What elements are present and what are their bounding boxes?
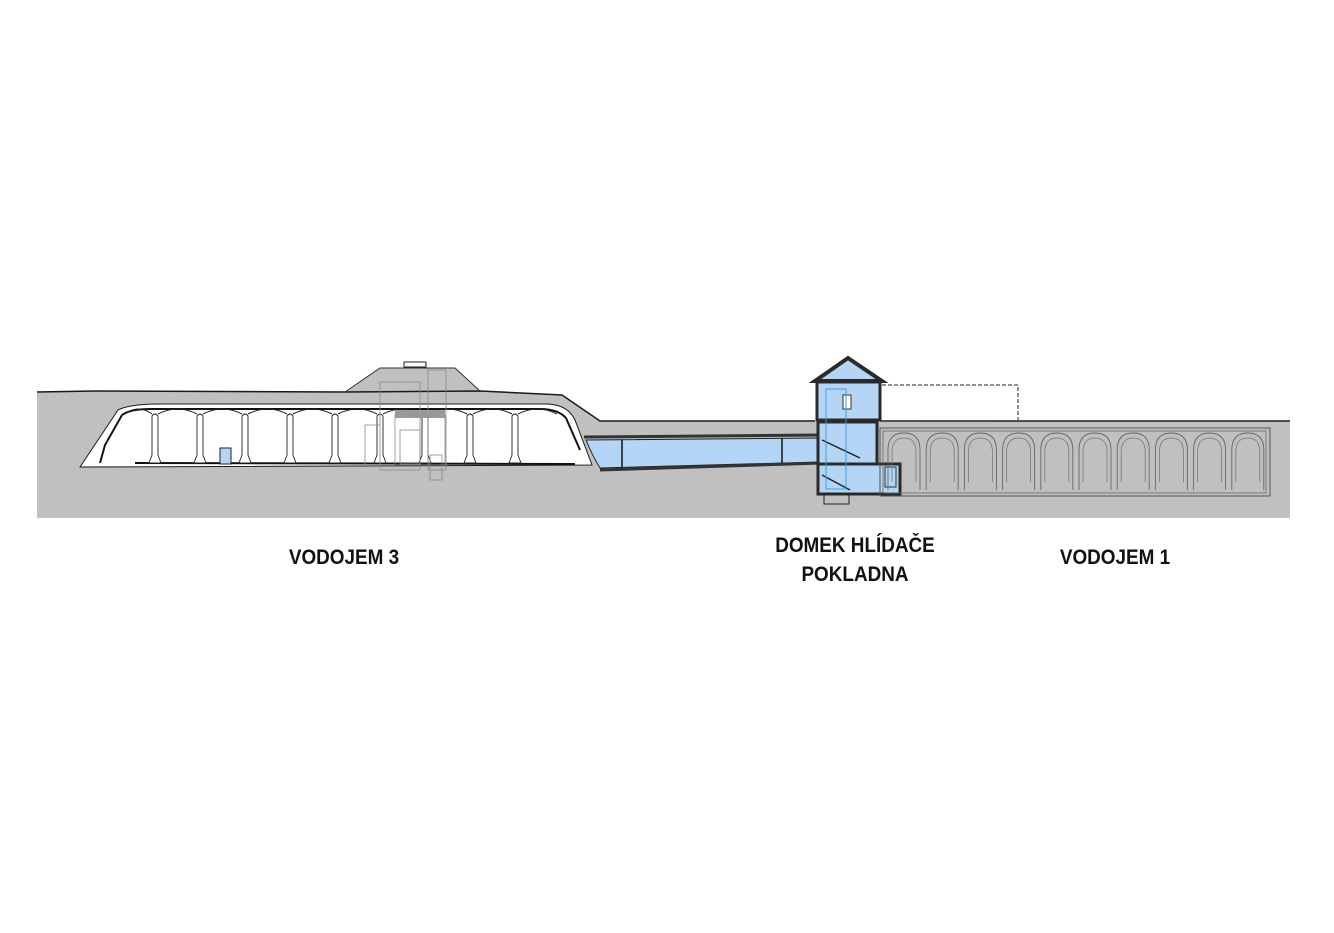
arch-bay <box>925 432 959 490</box>
vault-arch <box>124 408 153 415</box>
label-domek-hlidace: DOMEK HLÍDAČE <box>775 534 935 557</box>
label-pokladna: POKLADNA <box>801 563 909 586</box>
label-vodojem-1: VODOJEM 1 <box>1059 546 1171 569</box>
vault-arch <box>157 408 198 415</box>
vault-arch <box>247 408 288 415</box>
arch-bay <box>1154 432 1188 490</box>
vent-cap <box>403 361 427 368</box>
vodojem3-columns <box>124 408 558 464</box>
mound-outline <box>344 367 481 393</box>
elevator-shaft <box>825 388 847 490</box>
guardhouse-ground-floor <box>816 420 879 466</box>
column <box>238 413 252 464</box>
arch-bay-inner <box>1044 437 1070 482</box>
arch-bay <box>1116 432 1150 490</box>
arch-bay <box>887 432 921 490</box>
arch-bay <box>963 432 997 490</box>
vault-arch <box>202 408 243 415</box>
arch-bay-inner <box>929 437 955 482</box>
column <box>328 413 342 464</box>
toilet-room <box>884 466 897 488</box>
column <box>148 413 162 464</box>
arch-bay-inner <box>1006 437 1031 482</box>
arch-bay-inner <box>968 437 993 482</box>
vodojem3-floor <box>134 462 576 465</box>
column <box>463 413 477 464</box>
dashed-outline <box>882 384 1019 420</box>
arch-bay <box>1078 432 1112 490</box>
arch-bay-inner <box>1235 437 1261 482</box>
staircase <box>821 439 861 491</box>
arch-bay-inner <box>1197 437 1222 482</box>
vodojem1-inner <box>882 430 1267 494</box>
vault-arch <box>517 408 558 415</box>
arch-bay <box>1002 432 1036 490</box>
foundation-pit <box>823 493 850 505</box>
column <box>283 413 297 464</box>
vault-arch <box>337 408 378 415</box>
arch-bay <box>1040 432 1074 490</box>
arch-bay-inner <box>1159 437 1184 482</box>
arch-bay-inner <box>1120 437 1146 482</box>
column <box>193 413 207 464</box>
arch-bay-inner <box>1082 437 1108 482</box>
vodojem3-vault-line <box>99 408 581 464</box>
vodojem1-arches <box>887 432 1265 490</box>
label-vodojem-3: VODOJEM 3 <box>288 546 400 569</box>
column <box>508 413 522 464</box>
vodojem3-door <box>219 447 232 465</box>
vault-arch <box>472 408 513 415</box>
guardhouse-roof <box>808 355 889 383</box>
arch-bay <box>1231 432 1265 490</box>
vault-arch <box>292 408 333 415</box>
tunnel-slab <box>583 433 823 472</box>
vodojem1-outline <box>879 427 1271 497</box>
machinery-block <box>395 410 445 418</box>
guardhouse-window <box>842 394 852 410</box>
arch-bay <box>1193 432 1227 490</box>
arch-bay-inner <box>891 437 917 482</box>
